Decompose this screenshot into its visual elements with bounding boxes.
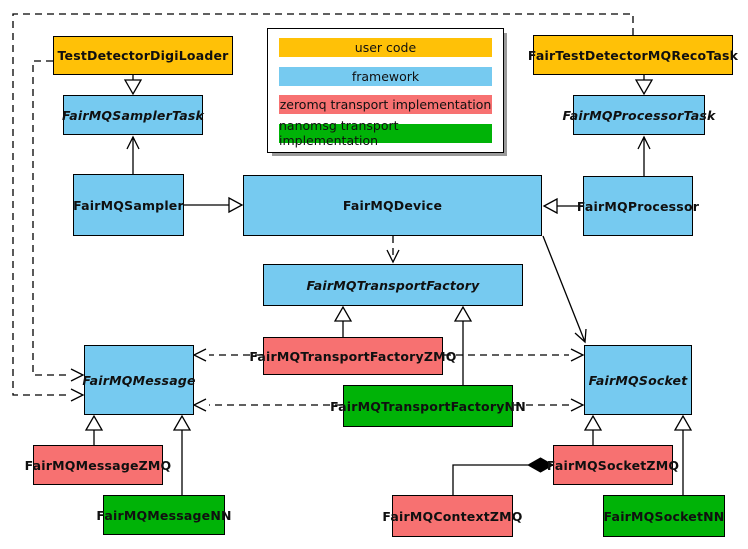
node-fair-test-detector-mq-reco-task: FairTestDetectorMQRecoTask	[528, 35, 738, 75]
node-test-detector-digi-loader: TestDetectorDigiLoader	[53, 36, 233, 75]
legend-label: nanomsg transport implementation	[279, 118, 399, 149]
edge-socketzmq-socket	[583, 414, 603, 445]
node-fairmq-socket: FairMQSocket	[584, 345, 692, 415]
edge-sampler-samplertask	[126, 135, 140, 174]
legend-item-zeromq: zeromq transport implementation	[279, 95, 492, 115]
node-fairmq-transport-factory: FairMQTransportFactory	[263, 264, 523, 306]
edge-processor-device	[542, 197, 583, 215]
edge-tfzmq-transportfactory	[333, 305, 353, 337]
edge-recotask-processortask	[634, 75, 654, 96]
edge-tfzmq-message	[192, 348, 262, 362]
legend-item-user-code: user code	[279, 38, 492, 57]
node-fairmq-sampler-task: FairMQSamplerTask	[62, 95, 204, 135]
node-fairmq-socket-nn: FairMQSocketNN	[603, 495, 725, 537]
edge-digiloader-samplertask	[123, 75, 143, 96]
node-fairmq-message-nn: FairMQMessageNN	[96, 495, 231, 535]
node-fairmq-processor: FairMQProcessor	[577, 176, 699, 236]
node-fairmq-context-zmq: FairMQContextZMQ	[382, 495, 522, 537]
node-fairmq-sampler: FairMQSampler	[73, 174, 184, 236]
edge-tfnn-socket	[514, 398, 585, 412]
node-fairmq-processor-task: FairMQProcessorTask	[562, 95, 715, 135]
node-fairmq-transport-factory-nn: FairMQTransportFactoryNN	[330, 385, 526, 427]
edge-messagenn-message	[172, 414, 192, 495]
edge-device-socket	[542, 235, 587, 344]
edge-messagezmq-message	[84, 414, 104, 445]
edge-tfzmq-socket	[444, 348, 585, 362]
edge-tfnn-message	[192, 398, 342, 412]
edge-sampler-device	[184, 196, 244, 214]
legend-item-nanomsg: nanomsg transport implementation	[279, 118, 492, 148]
legend-label: zeromq transport implementation	[279, 97, 492, 113]
legend: user code framework zeromq transport imp…	[267, 28, 504, 153]
edge-socketnn-socket	[673, 414, 693, 495]
node-fairmq-message-zmq: FairMQMessageZMQ	[25, 445, 171, 485]
edge-tfnn-transportfactory	[453, 305, 473, 385]
edge-contextzmq-socketzmq	[452, 457, 555, 495]
edge-digiloader-message	[32, 60, 85, 382]
node-fairmq-transport-factory-zmq: FairMQTransportFactoryZMQ	[249, 337, 456, 375]
legend-label: framework	[351, 68, 420, 84]
legend-label: user code	[354, 40, 417, 55]
legend-item-framework: framework	[279, 66, 492, 86]
node-fairmq-device: FairMQDevice	[243, 175, 542, 236]
node-fairmq-socket-zmq: FairMQSocketZMQ	[547, 445, 679, 485]
edge-device-transportfactory	[386, 236, 400, 264]
edge-recotask-message	[12, 13, 634, 402]
node-fairmq-message: FairMQMessage	[82, 345, 195, 415]
edge-processor-processortask	[637, 135, 651, 176]
